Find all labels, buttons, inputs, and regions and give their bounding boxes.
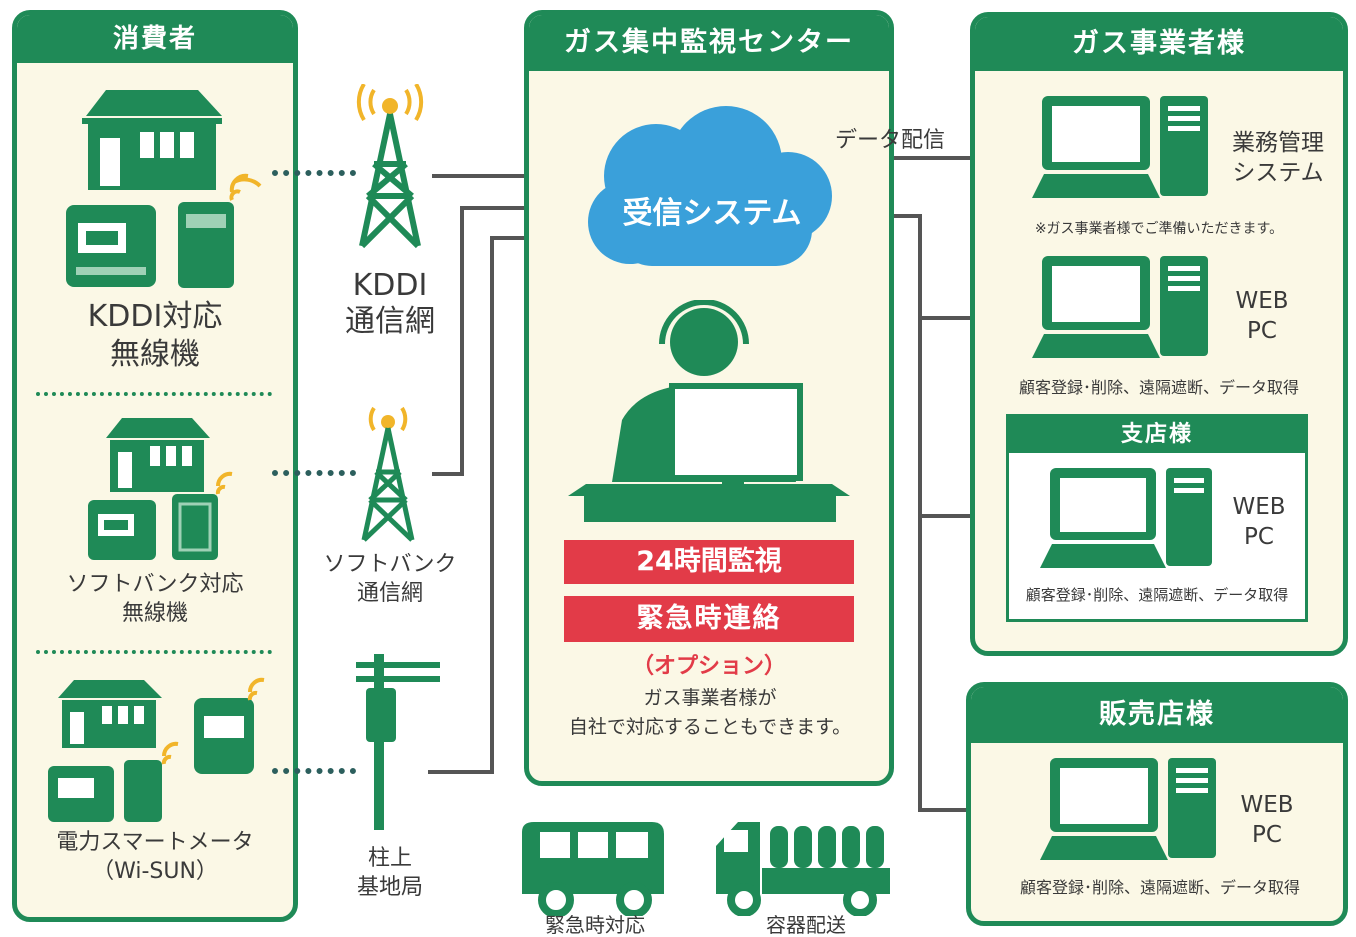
option-label: （オプション） — [631, 654, 786, 679]
radio-device-icon — [172, 494, 218, 560]
wireless-signal-icon — [215, 471, 233, 495]
monitor-24h-bar: 24時間監視 — [564, 540, 854, 584]
operator-webpc-label: WEB PC — [1235, 288, 1289, 344]
radio-device-icon — [124, 760, 162, 822]
consumer-title: 消費者 — [17, 15, 293, 63]
data-delivery-label: データ配信 — [834, 128, 945, 153]
smart-meter-icon — [194, 698, 254, 774]
kddi-device-label: KDDI対応 無線機 — [87, 299, 223, 372]
house-icon — [82, 90, 222, 190]
branch-box: 支店様 — [1006, 414, 1308, 622]
separator — [36, 650, 272, 654]
dotted-link — [272, 170, 356, 176]
cloud-label: 受信システム — [622, 196, 802, 231]
wireless-signal-icon — [229, 173, 262, 201]
dealer-title: 販売店様 — [971, 687, 1343, 743]
dealer-web-desc: 顧客登録･削除、遠隔遮断、データ取得 — [1019, 878, 1300, 897]
cloud-icon — [588, 106, 832, 266]
kddi-tower-icon — [356, 84, 424, 249]
delivery-vehicle-label: 容器配送 — [766, 913, 846, 937]
wireless-signal-icon — [161, 741, 179, 765]
dotted-link — [272, 470, 356, 476]
computer-icon — [1040, 758, 1216, 860]
softbank-tower-icon — [361, 406, 415, 542]
gas-meter-icon — [66, 205, 156, 287]
gas-meter-icon — [88, 500, 156, 560]
computer-icon — [1040, 468, 1212, 568]
dealer-panel: 販売店様 — [966, 682, 1348, 926]
monitoring-center-panel: ガス集中監視センター — [524, 10, 894, 786]
wireless-signal-icon — [247, 677, 265, 701]
pole-station-label: 柱上 基地局 — [356, 846, 423, 900]
emergency-van-icon — [522, 822, 664, 916]
computer-icon — [1032, 256, 1208, 358]
center-title: ガス集中監視センター — [529, 15, 889, 71]
emergency-vehicle-label: 緊急時対応 — [545, 913, 645, 937]
branch-title: 支店様 — [1009, 417, 1305, 453]
operator-web-desc: 顧客登録･削除、遠隔遮断、データ取得 — [1018, 378, 1299, 397]
computer-icon — [1032, 96, 1208, 198]
branch-web-desc: 顧客登録･削除、遠隔遮断、データ取得 — [1025, 586, 1289, 604]
gas-meter-icon — [48, 766, 114, 822]
system-note: ※ガス事業者様でご準備いただきます。 — [1034, 221, 1284, 237]
operator-icon — [568, 300, 850, 522]
smart-meter-label: 電力スマートメータ （Wi-SUN） — [56, 830, 254, 884]
house-icon — [58, 680, 162, 748]
option-note: ガス事業者様が 自社で対応することもできます。 — [568, 687, 852, 738]
radio-device-icon — [178, 202, 234, 288]
operator-title: ガス事業者様 — [975, 17, 1343, 71]
dealer-webpc-label: WEB PC — [1240, 792, 1294, 848]
delivery-truck-icon — [716, 822, 890, 916]
separator — [36, 392, 272, 396]
branch-webpc-label: WEB PC — [1232, 494, 1286, 550]
dotted-link — [272, 768, 356, 774]
emergency-contact-bar: 緊急時連絡 — [564, 596, 854, 642]
softbank-device-label: ソフトバンク対応 無線機 — [66, 572, 244, 626]
house-icon — [106, 418, 210, 492]
pole-station-icon — [356, 654, 440, 830]
business-system-label: 業務管理 システム — [1232, 130, 1324, 186]
kddi-network-label: KDDI 通信網 — [345, 268, 435, 339]
softbank-network-label: ソフトバンク 通信網 — [323, 552, 457, 606]
